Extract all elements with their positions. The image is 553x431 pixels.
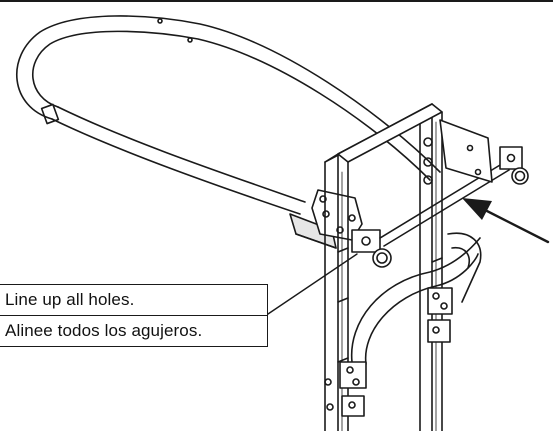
frame-rails [324,103,443,431]
instruction-english: Line up all holes. [5,290,135,309]
pointer-arrow [462,198,550,244]
instruction-callout: Line up all holes. Alinee todos los aguj… [0,284,268,347]
loop-handle [16,15,441,215]
right-clamp [499,146,529,185]
lower-grip-handle [324,232,482,417]
instruction-spanish: Alinee todos los agujeros. [0,315,267,346]
callout-leader-line [267,253,358,315]
left-clamp [351,229,392,268]
right-bracket [423,119,493,185]
